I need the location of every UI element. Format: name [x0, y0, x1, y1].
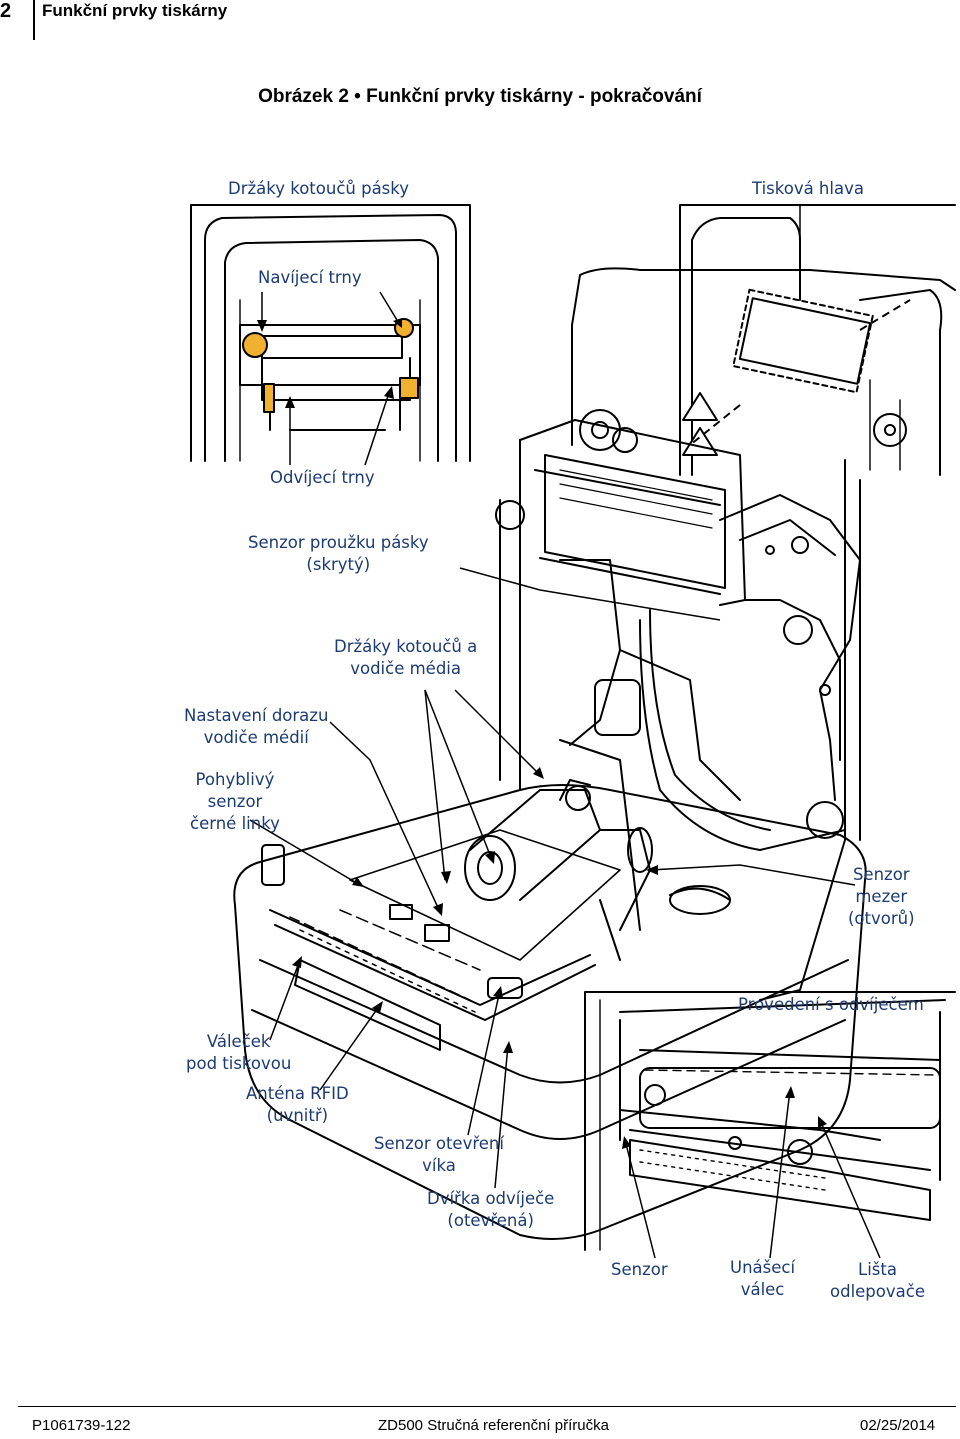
label-ribbon-sensor-line1: Senzor proužku pásky [248, 533, 429, 552]
figure-caption: Obrázek 2 • Funkční prvky tiskárny - pok… [258, 86, 702, 107]
label-drive-roller: Unášecí válec [730, 1257, 795, 1301]
label-peeler-door: Dvířka odvíječe (otevřená) [427, 1188, 554, 1232]
section-title: Funkční prvky tiskárny [42, 1, 228, 20]
label-black-line-sensor: Pohyblivý senzor černé linky [190, 769, 280, 835]
label-cover-sensor-line2: víka [422, 1156, 456, 1175]
label-media-holders: Držáky kotoučů a vodiče média [334, 636, 477, 680]
label-take-up-spindles: Navíjecí trny [258, 268, 362, 287]
label-guide-stop-line2: vodiče médií [203, 728, 309, 747]
printer-illustration [190, 204, 956, 1259]
label-rfid: Anténa RFID (uvnitř) [246, 1083, 349, 1127]
label-peeler-door-line1: Dvířka odvíječe [427, 1189, 555, 1208]
footer-date: 02/25/2014 [860, 1417, 936, 1434]
label-platen: Váleček pod tiskovou [186, 1031, 291, 1075]
label-peeler-bar: Lišta odlepovače [830, 1259, 925, 1303]
label-gap-sensor-line3: (otvorů) [848, 909, 915, 928]
footer-doc-title: ZD500 Stručná referenční příručka [378, 1417, 609, 1434]
label-ribbon-sensor-line2: (skrytý) [306, 555, 371, 574]
label-rfid-line1: Anténa RFID [246, 1084, 349, 1103]
label-ribbon-holders: Držáky kotoučů pásky [228, 179, 410, 198]
printer-body [233, 267, 956, 1240]
footer-doc-number: P1061739-122 [32, 1417, 131, 1434]
label-cover-sensor-line1: Senzor otevření [374, 1134, 504, 1153]
leader-lines [249, 205, 881, 1259]
inset-printhead [679, 204, 956, 476]
label-printhead: Tisková hlava [752, 179, 864, 198]
label-gap-sensor-line2: mezer [855, 887, 908, 906]
label-gap-sensor: Senzor mezer (otvorů) [848, 864, 915, 930]
arrowheads [257, 318, 827, 1149]
label-black-line-line2: senzor [207, 792, 263, 811]
label-gap-sensor-line1: Senzor [852, 865, 910, 884]
footer-divider [18, 1406, 956, 1407]
label-rfid-line2: (uvnitř) [266, 1106, 329, 1125]
label-supply-spindles: Odvíjecí trny [270, 468, 375, 487]
label-peeler-bar-line2: odlepovače [830, 1282, 925, 1301]
label-platen-line2: pod tiskovou [186, 1054, 292, 1073]
label-guide-stop: Nastavení dorazu vodiče médií [184, 705, 328, 749]
label-drive-roller-line1: Unášecí [730, 1258, 796, 1277]
inset-ribbon-holders [190, 204, 471, 462]
page-number: 2 [0, 0, 12, 22]
inset-peeler [584, 991, 956, 1251]
printhead-pointers [689, 299, 911, 446]
label-peeler-option: Provedení s odvíječem [738, 995, 924, 1014]
label-guide-stop-line1: Nastavení dorazu [184, 706, 329, 725]
label-peeler-bar-line1: Lišta [858, 1260, 897, 1279]
label-platen-line1: Váleček [206, 1032, 271, 1051]
label-peeler-door-line2: (otevřená) [447, 1211, 534, 1230]
label-media-holders-line2: vodiče média [350, 659, 461, 678]
label-black-line-line1: Pohyblivý [195, 770, 275, 789]
label-black-line-line3: černé linky [190, 814, 280, 833]
label-sensor: Senzor [611, 1260, 668, 1279]
label-cover-sensor: Senzor otevření víka [374, 1133, 504, 1177]
label-drive-roller-line2: válec [740, 1280, 785, 1299]
label-ribbon-sensor: Senzor proužku pásky (skrytý) [248, 532, 429, 576]
header-divider [33, 0, 35, 40]
label-media-holders-line1: Držáky kotoučů a [334, 637, 478, 656]
